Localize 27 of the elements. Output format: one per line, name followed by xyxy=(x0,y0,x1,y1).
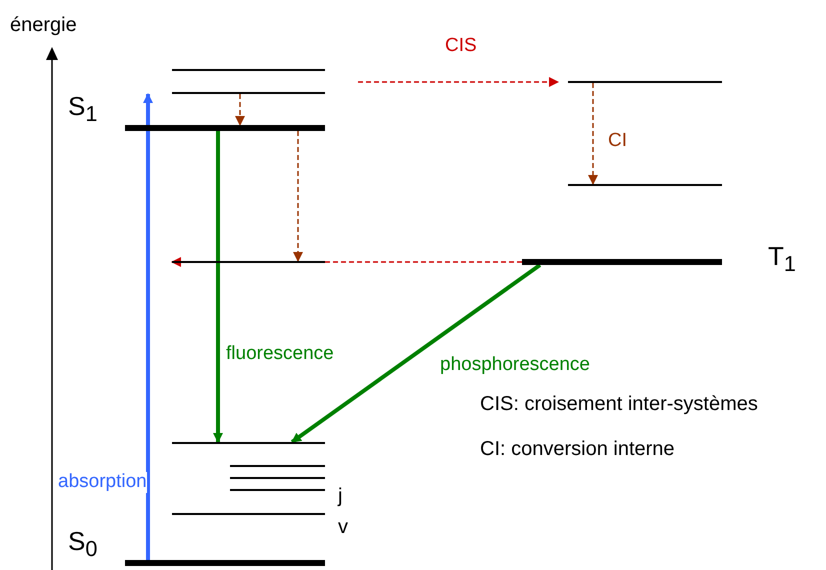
state-label: T$_{1}$ xyxy=(768,242,796,276)
arrow xyxy=(235,94,245,126)
axis-label: énergie xyxy=(10,14,77,36)
legend-note: CI: conversion interne xyxy=(480,438,675,460)
energy-level-line xyxy=(230,477,325,479)
legend-note: CIS: croisement inter-systèmes xyxy=(480,393,758,415)
state-label: S$_{0}$ xyxy=(68,527,98,562)
arrow xyxy=(290,263,542,444)
level-label: v xyxy=(338,516,348,538)
energy-level-line xyxy=(172,261,325,263)
state-label: S$_{1}$ xyxy=(68,92,98,126)
energy-level-line xyxy=(172,69,325,71)
energy-level-line xyxy=(230,465,325,467)
energy-level-line xyxy=(230,489,325,491)
energy-level-line xyxy=(568,184,722,186)
arrow xyxy=(293,131,303,262)
edge-label: absorption xyxy=(58,472,147,493)
arrow xyxy=(358,77,559,87)
energy-level-line xyxy=(172,442,325,444)
energy-level-line xyxy=(568,81,722,83)
energy-level-line xyxy=(172,513,325,515)
arrow xyxy=(143,93,153,560)
arrow xyxy=(588,83,598,185)
edge-label: phosphorescence xyxy=(440,355,590,376)
arrow xyxy=(213,131,223,443)
level-label: j xyxy=(338,485,342,507)
energy-level-line xyxy=(172,92,325,94)
